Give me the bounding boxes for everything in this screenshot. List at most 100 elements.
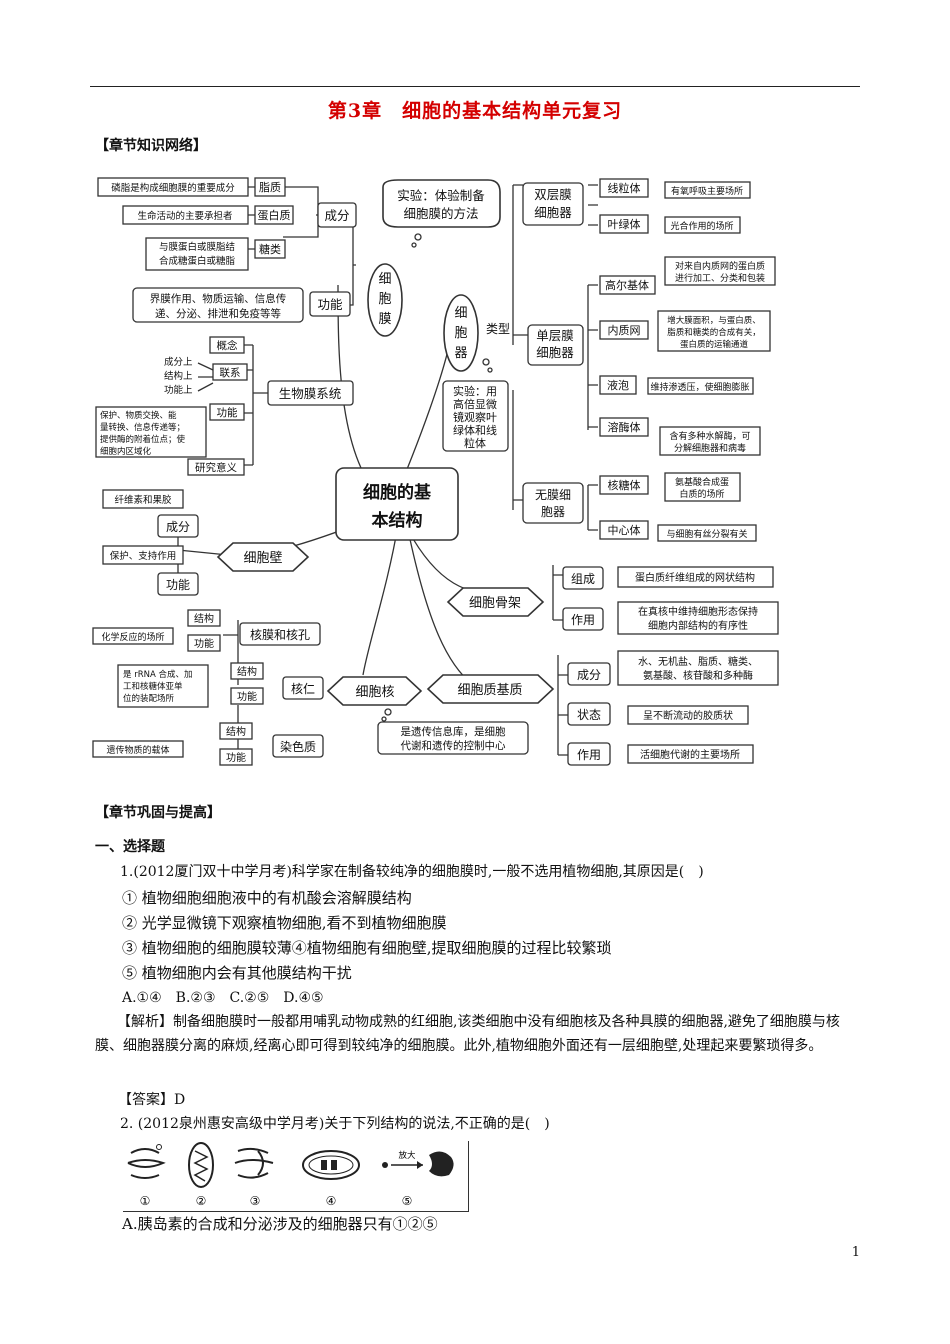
svg-text:液泡: 液泡 — [607, 378, 629, 392]
svg-text:细胞壁: 细胞壁 — [243, 551, 282, 566]
svg-text:生命活动的主要承担者: 生命活动的主要承担者 — [137, 210, 232, 222]
svg-text:核仁: 核仁 — [291, 682, 315, 696]
svg-text:细胞器: 细胞器 — [534, 205, 572, 220]
svg-text:是遗传信息库，是细胞: 是遗传信息库，是细胞 — [401, 725, 506, 738]
knowledge-mindmap: 细胞的基 本结构 细 胞 膜 实验：体验制备 细胞膜的方法 成分 脂质 磷脂是构… — [92, 177, 779, 766]
svg-text:位的装配场所: 位的装配场所 — [123, 693, 175, 704]
svg-text:有氧呼吸主要场所: 有氧呼吸主要场所 — [671, 185, 743, 197]
svg-text:功能: 功能 — [226, 751, 246, 764]
q1-answer: 【答案】D — [118, 1092, 186, 1108]
center-line-2: 本结构 — [372, 510, 423, 531]
svg-text:白质的场所: 白质的场所 — [679, 488, 724, 500]
svg-text:水、无机盐、脂质、糖类、: 水、无机盐、脂质、糖类、 — [638, 655, 758, 668]
svg-text:细: 细 — [454, 306, 467, 321]
q2-stem: 2. (2012泉州惠安高级中学月考)关于下列结构的说法,不正确的是( ) — [120, 1116, 550, 1132]
structure-4-chloroplast: ④ — [302, 1150, 360, 1208]
structure-1-golgi: ① — [127, 1144, 166, 1208]
svg-text:糖类: 糖类 — [259, 242, 281, 256]
svg-text:对来自内质网的蛋白质: 对来自内质网的蛋白质 — [675, 260, 765, 272]
svg-text:活细胞代谢的主要场所: 活细胞代谢的主要场所 — [640, 748, 740, 761]
q1-analysis: 【解析】制备细胞膜时一般都用哺乳动物成熟的红细胞,该类细胞中没有细胞核及各种具膜… — [95, 1014, 840, 1054]
membrane-composition: 成分 — [324, 208, 349, 223]
magnify-label: 放大 — [398, 1150, 416, 1161]
svg-text:研究意义: 研究意义 — [195, 461, 237, 474]
svg-text:①: ① — [140, 1194, 151, 1208]
svg-text:蛋白质纤维组成的网状结构: 蛋白质纤维组成的网状结构 — [635, 571, 755, 584]
q1-choices: A.①④ B.②③ C.②⑤ D.④⑤ — [122, 990, 324, 1006]
q1-option-3: ③ 植物细胞的细胞膜较薄④植物细胞有细胞壁,提取细胞膜的过程比较繁琐 — [122, 939, 612, 957]
q2-structures-figure: ① ② ③ ④ 放大 ⑤ — [127, 1142, 454, 1208]
svg-text:呈不断流动的胶质状: 呈不断流动的胶质状 — [643, 709, 733, 722]
svg-text:界膜作用、物质运输、信息传: 界膜作用、物质运输、信息传 — [150, 292, 287, 305]
svg-text:膜: 膜 — [378, 312, 391, 327]
svg-text:脂质和糖类的合成有关，: 脂质和糖类的合成有关， — [667, 327, 761, 338]
svg-text:状态: 状态 — [577, 708, 601, 722]
q1-option-1: ① 植物细胞细胞液中的有机酸会溶解膜结构 — [122, 889, 412, 907]
svg-text:作用: 作用 — [571, 613, 595, 627]
page-title: 第3章 细胞的基本结构单元复习 — [327, 100, 623, 122]
membrane-function: 功能 — [317, 297, 343, 312]
svg-text:无膜细: 无膜细 — [535, 488, 571, 502]
center-line-1: 细胞的基 — [363, 482, 432, 503]
header-rule — [90, 86, 860, 87]
svg-text:维持渗透压，使细胞膨胀: 维持渗透压，使细胞膨胀 — [650, 381, 749, 393]
membrane-branch: 细 胞 膜 实验：体验制备 细胞膜的方法 成分 脂质 磷脂是构成细胞膜的重要成分… — [95, 177, 501, 476]
svg-text:在真核中维持细胞形态保持: 在真核中维持细胞形态保持 — [638, 605, 758, 618]
svg-text:成分上: 成分上 — [164, 356, 193, 368]
structure-3-er: ③ — [234, 1147, 274, 1208]
mindmap-connectors — [158, 184, 598, 756]
svg-text:脂质: 脂质 — [259, 180, 281, 194]
center-node: 细胞的基 本结构 — [335, 467, 459, 541]
svg-text:细: 细 — [378, 272, 391, 287]
svg-text:粒体: 粒体 — [464, 436, 486, 450]
svg-text:氨基酸合成蛋: 氨基酸合成蛋 — [675, 476, 729, 488]
svg-text:核膜和核孔: 核膜和核孔 — [250, 628, 310, 642]
svg-text:叶绿体: 叶绿体 — [608, 217, 641, 231]
svg-text:纤维素和果胶: 纤维素和果胶 — [114, 494, 172, 506]
svg-text:高尔基体: 高尔基体 — [605, 278, 649, 292]
svg-text:增大膜面积，与蛋白质、: 增大膜面积，与蛋白质、 — [667, 315, 761, 326]
svg-text:代谢和遗传的控制中心: 代谢和遗传的控制中心 — [401, 739, 506, 752]
svg-text:细胞骨架: 细胞骨架 — [469, 596, 521, 611]
svg-text:细胞核: 细胞核 — [355, 685, 394, 700]
cytoskeleton-branch: 细胞骨架 组成 蛋白质纤维组成的网状结构 作用 在真核中维持细胞形态保持 细胞内… — [446, 566, 779, 635]
svg-text:分解细胞器和病毒: 分解细胞器和病毒 — [674, 442, 746, 454]
svg-text:线粒体: 线粒体 — [608, 181, 641, 195]
svg-text:⑤: ⑤ — [402, 1194, 413, 1208]
svg-text:保护、支持作用: 保护、支持作用 — [110, 550, 177, 562]
cell-wall-branch: 细胞壁 成分 纤维素和果胶 功能 保护、支持作用 — [102, 489, 310, 596]
svg-text:细胞内部结构的有序性: 细胞内部结构的有序性 — [648, 619, 748, 632]
svg-text:递、分泌、排泄和免疫等等: 递、分泌、排泄和免疫等等 — [155, 307, 281, 320]
svg-text:核糖体: 核糖体 — [608, 478, 641, 492]
svg-text:③: ③ — [250, 1194, 261, 1208]
page-number: 1 — [851, 1245, 860, 1260]
svg-text:溶酶体: 溶酶体 — [608, 420, 641, 434]
svg-text:内质网: 内质网 — [608, 323, 641, 337]
q1-option-2: ② 光学显微镜下观察植物细胞,看不到植物细胞膜 — [122, 914, 447, 932]
svg-text:作用: 作用 — [577, 748, 601, 762]
svg-text:功能上: 功能上 — [164, 384, 193, 396]
section-heading-network: 【章节知识网络】 — [95, 138, 207, 154]
svg-text:蛋白质: 蛋白质 — [258, 208, 291, 222]
organelle-branch: 细 胞 器 类型 实验：用 高倍显微 镜观察叶 绿体和线 粒体 双层膜 细胞器 … — [442, 178, 776, 542]
membrane-experiment-l1: 实验：体验制备 — [397, 188, 485, 203]
svg-text:磷脂是构成细胞膜的重要成分: 磷脂是构成细胞膜的重要成分 — [111, 182, 235, 194]
svg-text:结构: 结构 — [237, 665, 257, 678]
svg-text:概念: 概念 — [217, 339, 238, 352]
svg-text:成分: 成分 — [166, 520, 190, 534]
svg-text:功能: 功能 — [194, 637, 214, 650]
svg-text:成分: 成分 — [577, 668, 601, 682]
svg-text:遗传物质的载体: 遗传物质的载体 — [106, 744, 169, 756]
svg-text:工和核糖体亚单: 工和核糖体亚单 — [123, 681, 183, 692]
svg-text:结构上: 结构上 — [164, 370, 193, 382]
svg-text:高倍显微: 高倍显微 — [453, 397, 497, 411]
matrix-branch: 细胞质基质 成分 水、无机盐、脂质、糖类、 氨基酸、核苷酸和多种酶 状态 呈不断… — [426, 650, 779, 766]
svg-text:功能: 功能 — [217, 406, 238, 419]
svg-text:保护、物质交换、能: 保护、物质交换、能 — [100, 410, 177, 421]
q1-option-4: ⑤ 植物细胞内会有其他膜结构干扰 — [122, 964, 352, 982]
section-heading-practice: 【章节巩固与提高】 — [95, 805, 221, 821]
biomembrane-system: 生物膜系统 — [279, 386, 342, 401]
svg-text:实验：用: 实验：用 — [453, 384, 497, 398]
svg-text:结构: 结构 — [226, 725, 246, 738]
svg-text:胞: 胞 — [378, 292, 391, 307]
